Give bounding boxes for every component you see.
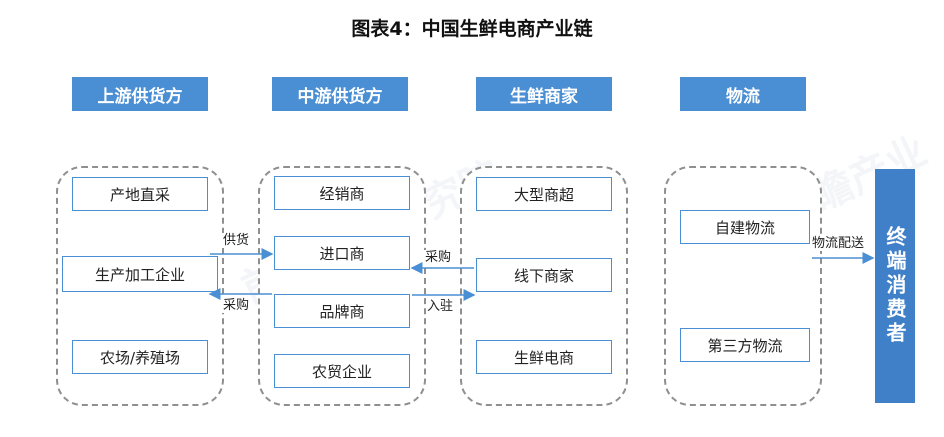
header-merchants: 生鲜商家: [476, 77, 612, 111]
group-logistics: [664, 166, 822, 406]
node-midstream-0: 经销商: [274, 176, 410, 210]
node-merchant-2: 生鲜电商: [476, 340, 612, 374]
node-upstream-0: 产地直采: [72, 177, 208, 211]
node-midstream-2: 品牌商: [274, 294, 410, 328]
label-purchase-up: 采购: [222, 298, 251, 313]
label-settle: 入驻: [426, 299, 455, 314]
label-supply: 供货: [222, 233, 251, 248]
node-merchant-0: 大型商超: [476, 177, 612, 211]
diagram-title: 图表4：中国生鲜电商产业链: [351, 18, 593, 40]
node-merchant-1: 线下商家: [476, 258, 612, 292]
node-midstream-1: 进口商: [274, 236, 410, 270]
node-logistics-1: 第三方物流: [680, 328, 810, 362]
node-consumer: 终端消费者: [875, 169, 915, 403]
header-upstream: 上游供货方: [72, 77, 208, 111]
header-logistics: 物流: [680, 77, 806, 111]
node-upstream-2: 农场/养殖场: [72, 340, 208, 374]
header-midstream: 中游供货方: [272, 77, 408, 111]
node-midstream-3: 农贸企业: [274, 354, 410, 388]
label-purchase-mid: 采购: [424, 250, 453, 265]
node-logistics-0: 自建物流: [680, 210, 810, 244]
label-delivery: 物流配送: [811, 236, 866, 251]
node-upstream-1: 生产加工企业: [62, 256, 218, 292]
